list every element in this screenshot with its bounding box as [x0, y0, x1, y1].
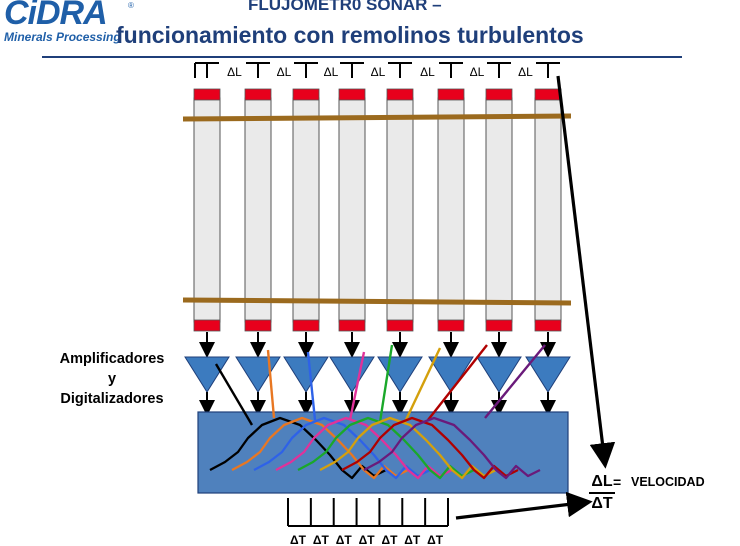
sensor-tube	[485, 97, 513, 323]
sensor-cap-top	[292, 88, 320, 101]
sensor-tube	[534, 97, 562, 323]
sensor-cap-bottom	[292, 319, 320, 332]
delta-l-label: ΔL	[324, 65, 339, 79]
sensor-cap-bottom	[193, 319, 221, 332]
amplifier-label-line1: Amplificadores	[59, 351, 165, 367]
signal-lead	[214, 363, 254, 426]
clamp-band-top	[182, 113, 572, 122]
sensor-cap-top	[338, 88, 366, 101]
sensor-tube	[338, 97, 366, 323]
signal-lead	[348, 351, 366, 421]
sensor-cap-bottom	[386, 319, 414, 332]
amplifier-triangle	[525, 356, 571, 393]
sensor-tube	[292, 97, 320, 323]
fraction-denominator: ΔT	[591, 495, 613, 512]
delta-l-label: ΔL	[420, 65, 435, 79]
amplifier-label-line2: y	[107, 371, 117, 387]
cidra-logo: CiDRA	[4, 0, 108, 32]
sensor-tube	[386, 97, 414, 323]
amplifier-triangle	[235, 356, 281, 393]
amplifier-triangle	[329, 356, 375, 393]
delta-t-label: ΔT	[381, 533, 398, 546]
sensor-cap-bottom	[485, 319, 513, 332]
amplifier-label: Amplificadores y Digitalizadores	[30, 349, 194, 409]
sensor-cap-top	[193, 88, 221, 101]
delta-t-label: ΔT	[427, 533, 444, 546]
sensor-cap-bottom	[534, 319, 562, 332]
clamp-band-bottom	[182, 297, 572, 306]
signal-lead	[427, 344, 488, 421]
spacing-to-velocity-arrow	[556, 75, 616, 469]
delta-t-label: ΔT	[313, 533, 330, 546]
sensor-cap-top	[534, 88, 562, 101]
slide-title-line2: funcionamiento con remolinos turbulentos	[116, 22, 584, 48]
signal-trace	[253, 416, 431, 480]
velocity-fraction: ΔL ΔT	[587, 472, 617, 514]
sensor-cap-top	[244, 88, 272, 101]
signal-trace	[319, 416, 497, 480]
amplifier-triangle	[428, 356, 474, 393]
delta-t-label: ΔT	[359, 533, 376, 546]
velocity-label: VELOCIDAD	[631, 475, 705, 489]
amplifier-label-line3: Digitalizadores	[60, 391, 164, 407]
sensor-cap-top	[386, 88, 414, 101]
amplifier-triangle	[476, 356, 522, 393]
signal-lead	[484, 344, 546, 419]
delta-t-label: ΔT	[404, 533, 421, 546]
sensor-cap-bottom	[244, 319, 272, 332]
delta-l-label: ΔL	[371, 65, 386, 79]
signal-trace	[275, 416, 453, 480]
signal-lead	[378, 344, 394, 423]
title-underline	[42, 56, 682, 58]
time-to-velocity-arrow	[455, 491, 593, 520]
fraction-bar	[589, 492, 615, 494]
delta-l-label: ΔL	[518, 65, 533, 79]
equals-sign: =	[613, 474, 622, 490]
sensor-cap-bottom	[338, 319, 366, 332]
delta-l-label: ΔL	[470, 65, 485, 79]
delta-t-label: ΔT	[336, 533, 353, 546]
logo-subtitle: Minerals Processing	[4, 30, 121, 44]
signal-lead	[306, 351, 317, 421]
sensor-tube	[437, 97, 465, 323]
sensor-tube	[244, 97, 272, 323]
signal-trace	[341, 416, 519, 480]
delta-l-label: ΔL	[227, 65, 242, 79]
fraction-numerator: ΔL	[591, 473, 613, 490]
slide-title-line1: FLUJOMETR0 SONAR –	[248, 0, 442, 14]
signal-trace	[297, 416, 475, 480]
delta-l-label: ΔL	[277, 65, 292, 79]
signal-lead	[403, 347, 442, 423]
signal-trace	[231, 416, 409, 480]
signal-lead	[266, 349, 276, 419]
delta-t-label: ΔT	[290, 533, 307, 546]
registered-mark: ®	[128, 1, 134, 10]
signal-trace	[209, 416, 387, 480]
amplifier-triangle	[283, 356, 329, 393]
signal-trace	[363, 416, 541, 480]
sensor-cap-bottom	[437, 319, 465, 332]
sensor-cap-top	[437, 88, 465, 101]
sensor-tube	[193, 97, 221, 323]
sensor-cap-top	[485, 88, 513, 101]
